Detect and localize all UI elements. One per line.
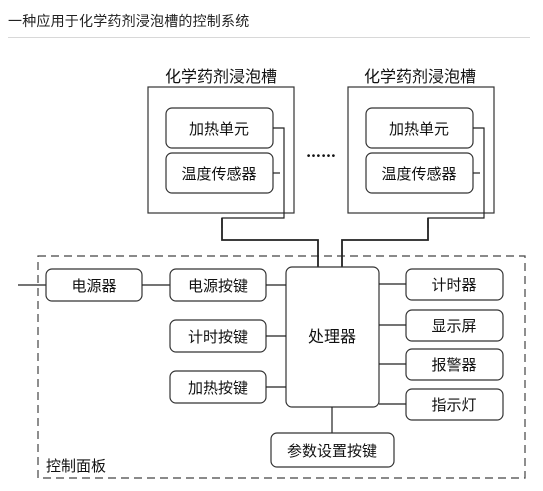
alarm-label: 报警器	[431, 356, 476, 374]
tank-left: 化学药剂浸泡槽 加热单元 温度传感器	[147, 67, 295, 214]
tank-right-frame	[347, 86, 495, 214]
processor-label: 处理器	[308, 327, 356, 346]
tank-left-sensor-label: 温度传感器	[181, 165, 256, 183]
page-title: 一种应用于化学药剂浸泡槽的控制系统	[8, 14, 250, 30]
tank-right: 化学药剂浸泡槽 加热单元 温度传感器	[347, 67, 495, 214]
control-panel-boundary	[37, 255, 526, 479]
tank-left-heating-label: 加热单元	[189, 120, 249, 138]
heating-key-label: 加热按键	[188, 379, 248, 397]
timer-key-label: 计时按键	[188, 328, 248, 346]
tank-left-label: 化学药剂浸泡槽	[165, 67, 277, 86]
display-label: 显示屏	[431, 317, 476, 335]
power-key-label: 电源按键	[188, 277, 248, 295]
indicator-label: 指示灯	[431, 396, 476, 414]
param-key-box	[270, 432, 395, 468]
power-supply-label: 电源器	[71, 277, 116, 295]
timer-label: 计时器	[431, 276, 476, 294]
tank-right-to-processor-wire	[341, 218, 429, 267]
tank-ellipsis: ……	[306, 143, 336, 161]
control-panel-label: 控制面板	[46, 457, 106, 475]
tank-right-label: 化学药剂浸泡槽	[364, 67, 476, 86]
title-divider	[8, 37, 530, 38]
tank-left-frame	[147, 86, 295, 214]
tank-right-sensor-label: 温度传感器	[381, 165, 456, 183]
param-key-label: 参数设置按键	[287, 442, 377, 460]
tank-right-heating-label: 加热单元	[389, 120, 449, 138]
tank-left-to-processor-wire	[221, 218, 319, 267]
